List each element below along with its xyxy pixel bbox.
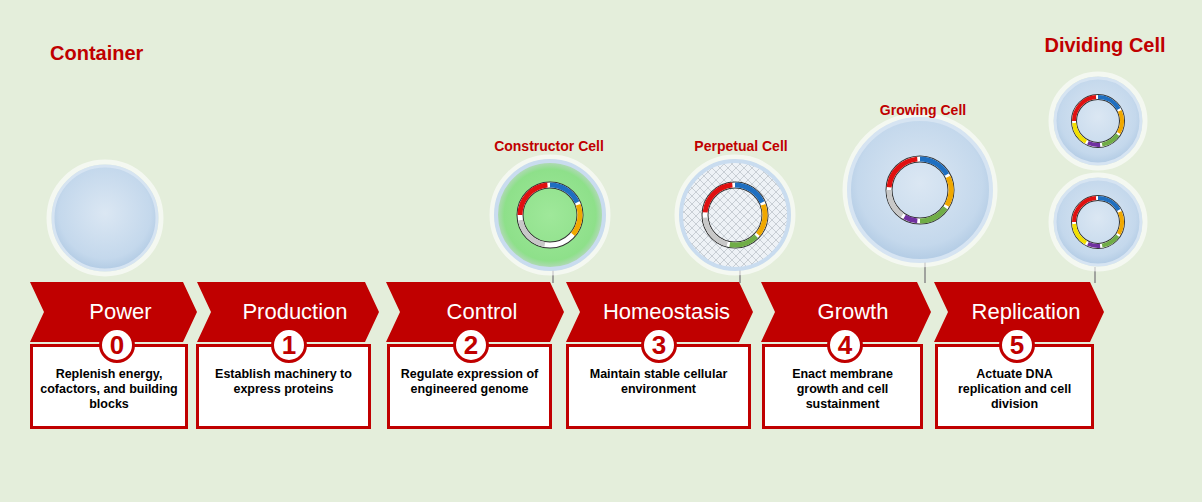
leader-line	[553, 262, 1095, 283]
stage-number: 1	[282, 332, 296, 358]
callout-number: 2	[453, 327, 489, 363]
constructor-cell	[492, 157, 608, 273]
container-cell	[49, 162, 161, 274]
callout-number: 4	[827, 327, 863, 363]
stage-name: Control	[447, 299, 518, 325]
callout-number: 0	[99, 327, 135, 363]
stage-description: Maintain stable cellular environment	[575, 367, 742, 397]
stage-name: Production	[242, 299, 347, 325]
dividing-cell	[1051, 74, 1145, 269]
cell-stage-label: Dividing Cell	[1044, 34, 1165, 57]
stage-description: Replenish energy, cofactors, and buildin…	[39, 367, 179, 412]
cell-stage-label: Container	[50, 42, 143, 65]
cell-stage-label: Perpetual Cell	[694, 138, 787, 154]
callout-number: 3	[641, 327, 677, 363]
stage-number: 2	[464, 332, 478, 358]
stage-name: Homeostasis	[603, 299, 730, 325]
growing-cell	[845, 115, 995, 265]
stage-description: Establish machinery to express proteins	[205, 367, 362, 397]
stage-name: Replication	[972, 299, 1081, 325]
stage-number: 0	[110, 332, 124, 358]
perpetual-cell	[677, 157, 793, 273]
stage-description: Enact membrane growth and cell sustainme…	[771, 367, 914, 412]
cell-stage-label: Constructor Cell	[494, 138, 604, 154]
stage-number: 5	[1010, 332, 1024, 358]
stage-number: 3	[652, 332, 666, 358]
cell-stage-label: Growing Cell	[880, 102, 966, 118]
callout-number: 5	[999, 327, 1035, 363]
stage-description: Actuate DNA replication and cell divisio…	[944, 367, 1085, 412]
stage-number: 4	[838, 332, 852, 358]
stage-name: Power	[89, 299, 151, 325]
stage-description: Regulate expression of engineered genome	[396, 367, 543, 397]
stage-name: Growth	[818, 299, 889, 325]
callout-number: 1	[271, 327, 307, 363]
